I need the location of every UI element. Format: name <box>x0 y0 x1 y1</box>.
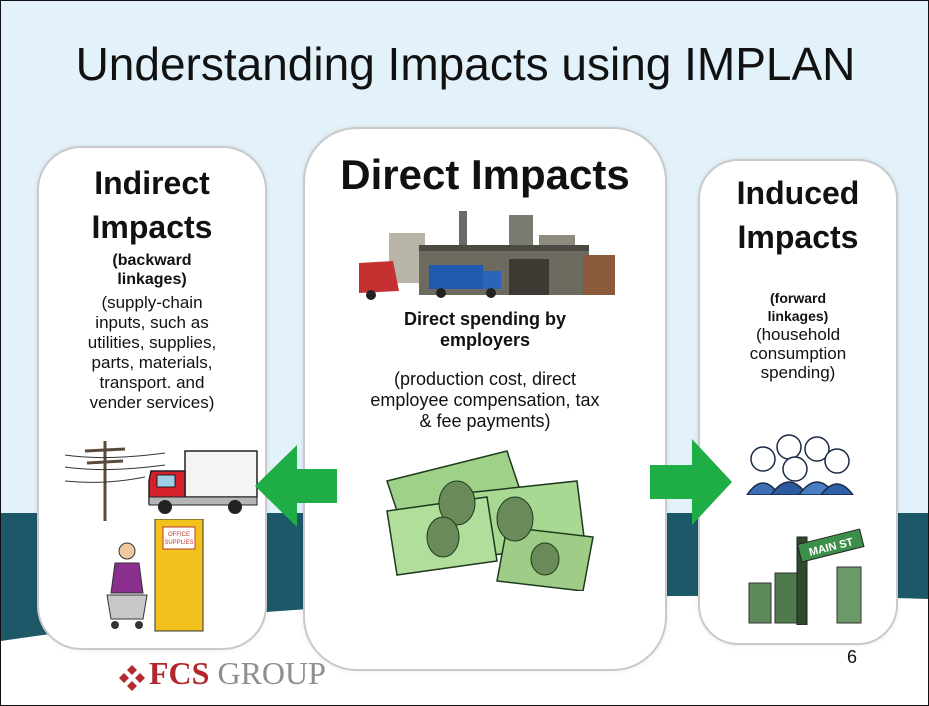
indirect-sub-line1: (backward <box>112 252 192 269</box>
induced-heading-line2: Impacts <box>737 219 859 255</box>
slide-title: Understanding Impacts using IMPLAN <box>75 38 856 90</box>
logo-fcs: FCS <box>149 655 210 691</box>
direct-desc-line: employee compensation, tax <box>370 390 600 410</box>
money-clipart <box>386 450 594 591</box>
indirect-desc-line: parts, materials, <box>91 353 213 372</box>
indirect-panel <box>37 146 267 650</box>
utility-truck-clipart <box>65 441 258 521</box>
direct-desc-line: & fee payments) <box>419 411 551 431</box>
indirect-description: (supply-chain inputs, such as utilities,… <box>37 293 267 413</box>
indirect-sub-line2: linkages) <box>117 271 187 288</box>
induced-subheading: (forward linkages) <box>698 289 898 325</box>
indirect-heading-line1: Indirect <box>94 165 210 201</box>
induced-desc-line: consumption <box>749 344 847 363</box>
direct-panel <box>303 127 667 671</box>
indirect-desc-line: (supply-chain <box>101 293 203 312</box>
induced-heading: Induced Impacts <box>698 171 898 259</box>
logo-group: GROUP <box>209 655 326 691</box>
fcs-logo-icon <box>119 665 145 691</box>
direct-description: (production cost, direct employee compen… <box>303 369 667 432</box>
indirect-heading-line2: Impacts <box>91 209 213 245</box>
induced-sub-line1: (forward <box>770 290 826 306</box>
direct-sub-line1: Direct spending by <box>403 309 567 329</box>
indirect-desc-line: transport. and <box>99 373 205 392</box>
page-number: 6 <box>847 647 858 667</box>
direct-sub-line2: employers <box>439 330 531 350</box>
induced-desc-line: (household <box>755 325 841 344</box>
induced-heading-line1: Induced <box>736 175 860 211</box>
induced-desc-line: spending) <box>760 363 836 382</box>
people-clipart <box>746 434 854 495</box>
induced-description: (household consumption spending) <box>698 325 898 382</box>
indirect-desc-line: vender services) <box>89 393 215 412</box>
company-logo: FCS GROUP <box>149 655 326 692</box>
indirect-heading: Indirect Impacts <box>37 161 267 249</box>
box-sign-line2: SUPPLIES <box>164 540 193 546</box>
box-sign-line1: OFFICE <box>168 532 190 538</box>
factory-clipart <box>359 211 615 300</box>
indirect-desc-line: inputs, such as <box>95 313 209 332</box>
induced-sub-line2: linkages) <box>767 308 829 324</box>
main-street-clipart: MAIN ST <box>748 528 865 625</box>
direct-subheading: Direct spending by employers <box>303 309 667 351</box>
indirect-subheading: (backward linkages) <box>37 251 267 289</box>
right-arrow <box>650 439 732 525</box>
indirect-desc-line: utilities, supplies, <box>87 333 217 352</box>
left-arrow <box>255 445 337 527</box>
direct-heading: Direct Impacts <box>340 151 630 198</box>
office-supplies-clipart: OFFICE SUPPLIES <box>106 519 204 632</box>
direct-desc-line: (production cost, direct <box>393 369 577 389</box>
